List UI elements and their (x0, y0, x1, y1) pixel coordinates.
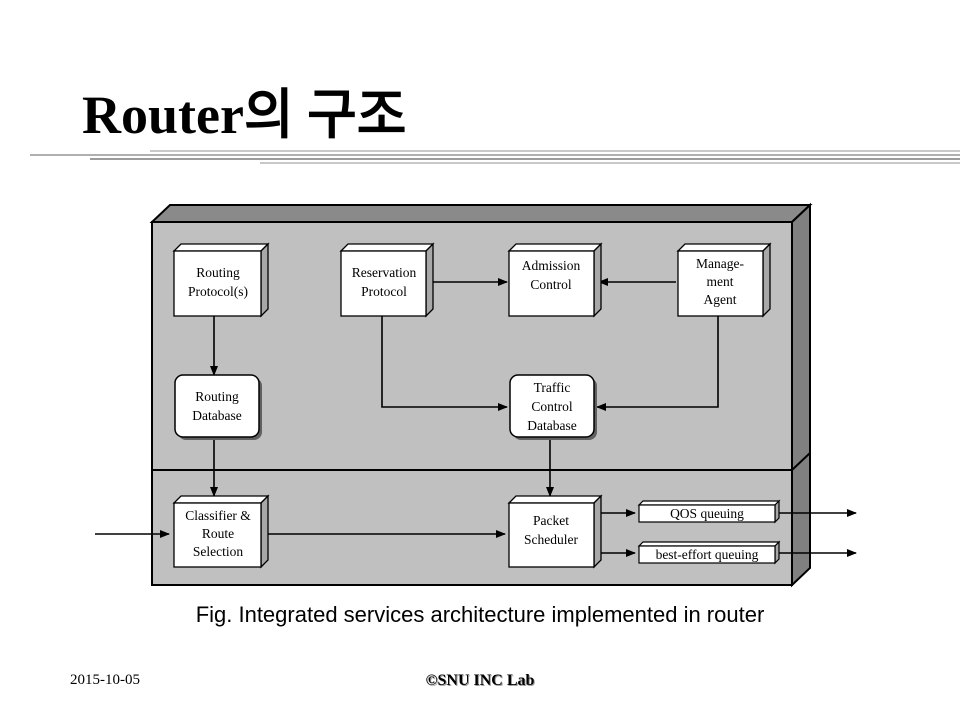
node-routing-protocol: Routing Protocol(s) (172, 242, 270, 318)
node-best-effort-queuing: best-effort queuing (637, 540, 781, 565)
node-traffic-control-database: Traffic Control Database (509, 374, 597, 440)
footer-date: 2015-10-05 (70, 672, 140, 688)
management-agent-line-3: Agent (704, 292, 737, 307)
classifier-line-1: Classifier & (185, 508, 251, 523)
traffic-control-database-line-1: Traffic (534, 380, 571, 395)
slide-title: Router의 구조 (82, 85, 407, 145)
node-classifier: Classifier & Route Selection (172, 494, 270, 569)
node-routing-database: Routing Database (174, 374, 262, 440)
routing-database-line-1: Routing (195, 389, 239, 404)
classifier-line-2: Route (202, 526, 234, 541)
management-agent-line-2: ment (707, 274, 734, 289)
reservation-protocol-line-1: Reservation (352, 265, 417, 280)
figure-caption: Fig. Integrated services architecture im… (195, 602, 765, 627)
traffic-control-database-line-3: Database (527, 418, 576, 433)
footer-lab: ©SNU INC Lab (425, 672, 535, 689)
management-agent-line-1: Manage- (696, 256, 744, 271)
node-qos-queuing: QOS queuing (637, 499, 781, 524)
admission-control-line-2: Control (530, 277, 572, 292)
node-admission-control: Admission Control (507, 242, 603, 318)
admission-control-line-1: Admission (522, 258, 581, 273)
routing-database-line-2: Database (192, 408, 241, 423)
node-reservation-protocol: Reservation Protocol (339, 242, 435, 318)
node-packet-scheduler: Packet Scheduler (507, 494, 603, 569)
enclosure-side-face (791, 202, 811, 588)
routing-protocol-line-1: Routing (196, 265, 240, 280)
reservation-protocol-line-2: Protocol (361, 284, 407, 299)
connectors (95, 278, 857, 557)
node-management-agent: Manage- ment Agent (676, 242, 772, 318)
best-effort-queuing-label: best-effort queuing (656, 547, 759, 562)
routing-protocol-line-2: Protocol(s) (188, 284, 248, 299)
enclosure-top-face (149, 204, 813, 223)
qos-queuing-label: QOS queuing (670, 506, 744, 521)
arrow-management-to-traffic-db (596, 316, 719, 411)
divider-side-edge (791, 452, 811, 471)
packet-scheduler-line-2: Scheduler (524, 532, 578, 547)
packet-scheduler-line-1: Packet (533, 513, 569, 528)
classifier-line-3: Selection (193, 544, 243, 559)
title-rule (0, 150, 960, 164)
traffic-control-database-line-2: Control (531, 399, 573, 414)
arrow-reservation-to-traffic-db (381, 316, 508, 411)
